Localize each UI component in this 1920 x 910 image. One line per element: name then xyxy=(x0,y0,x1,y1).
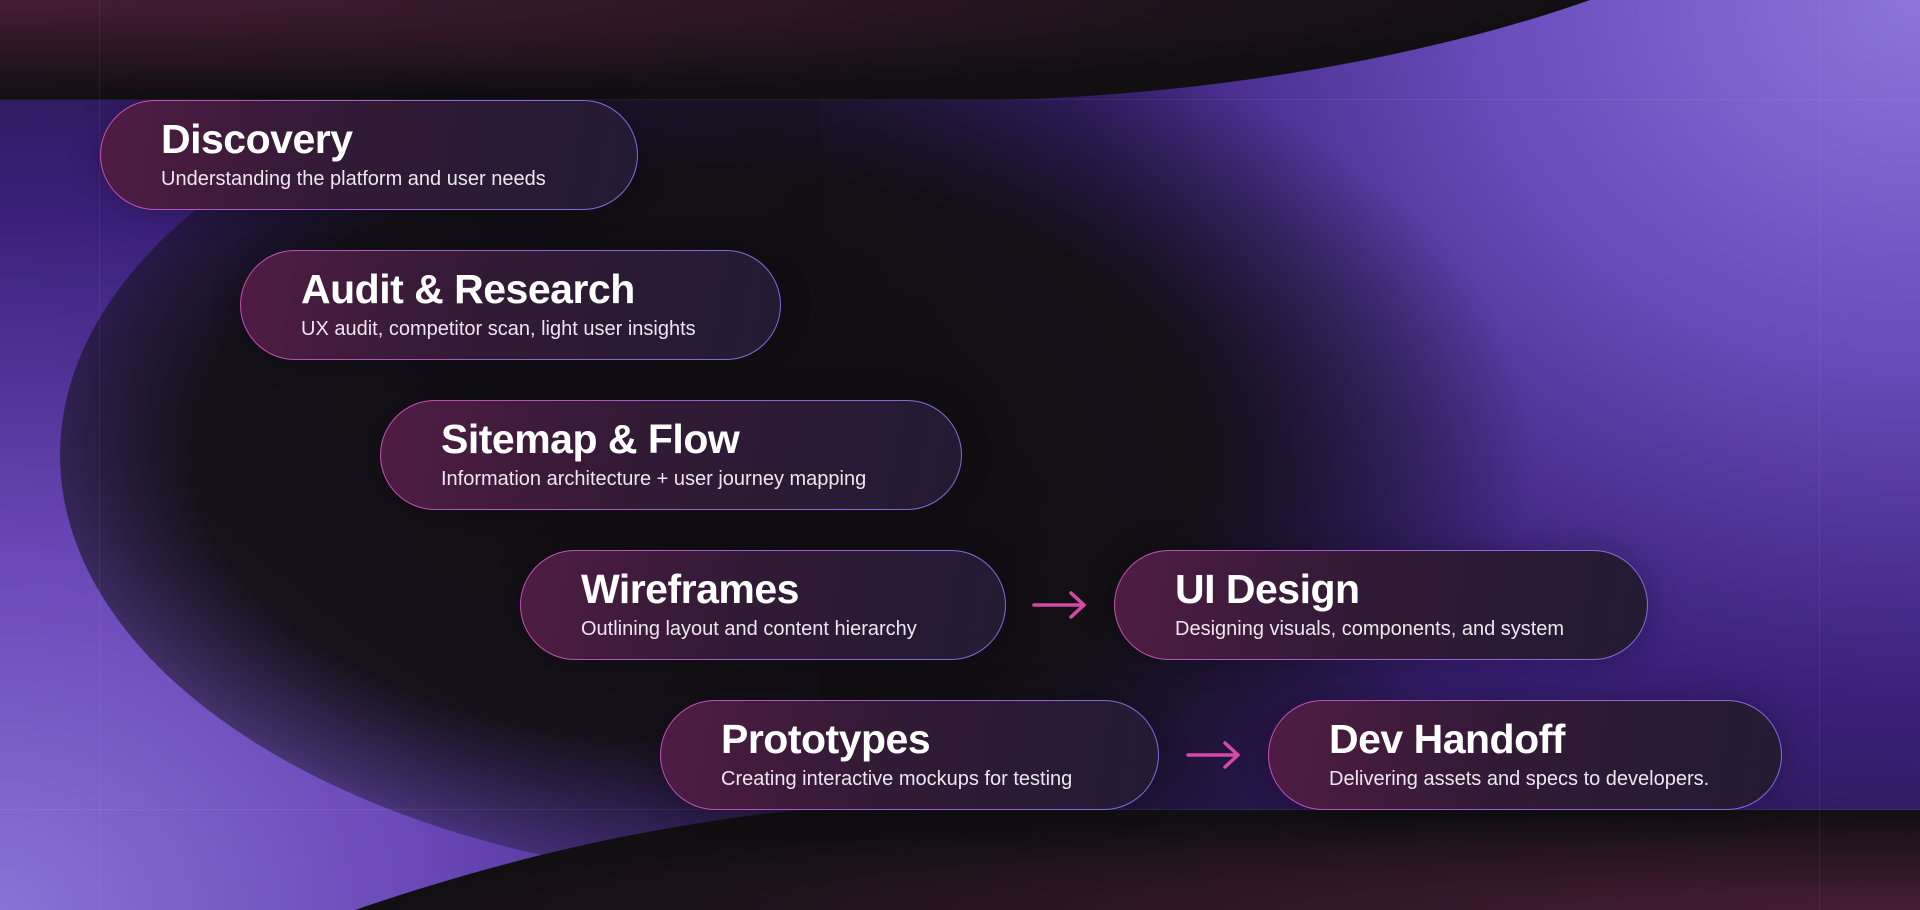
step-subtitle: Information architecture + user journey … xyxy=(441,467,867,490)
step-discovery: Discovery Understanding the platform and… xyxy=(100,100,638,210)
step-subtitle: Delivering assets and specs to developer… xyxy=(1329,767,1710,790)
step-subtitle: UX audit, competitor scan, light user in… xyxy=(301,317,696,340)
step-title: Sitemap & Flow xyxy=(441,416,740,463)
step-title: Wireframes xyxy=(581,566,799,613)
step-subtitle: Outlining layout and content hierarchy xyxy=(581,617,917,640)
step-dev-handoff: Dev Handoff Delivering assets and specs … xyxy=(1268,700,1782,810)
step-title: Prototypes xyxy=(721,716,931,763)
step-prototypes: Prototypes Creating interactive mockups … xyxy=(660,700,1159,810)
step-title: Discovery xyxy=(161,116,353,163)
arrow-right-icon xyxy=(1186,741,1240,769)
step-sitemap-flow: Sitemap & Flow Information architecture … xyxy=(380,400,962,510)
step-subtitle: Creating interactive mockups for testing xyxy=(721,767,1073,790)
arrow-right-icon xyxy=(1032,591,1086,619)
step-audit-research: Audit & Research UX audit, competitor sc… xyxy=(240,250,781,360)
step-ui-design: UI Design Designing visuals, components,… xyxy=(1114,550,1648,660)
guide-line xyxy=(99,0,100,910)
guide-line xyxy=(1819,0,1820,910)
step-subtitle: Understanding the platform and user need… xyxy=(161,167,546,190)
guide-line xyxy=(0,99,1920,100)
step-subtitle: Designing visuals, components, and syste… xyxy=(1175,617,1565,640)
step-title: Audit & Research xyxy=(301,266,635,313)
step-title: Dev Handoff xyxy=(1329,716,1565,763)
step-wireframes: Wireframes Outlining layout and content … xyxy=(520,550,1006,660)
step-title: UI Design xyxy=(1175,566,1360,613)
guide-line xyxy=(0,809,1920,810)
